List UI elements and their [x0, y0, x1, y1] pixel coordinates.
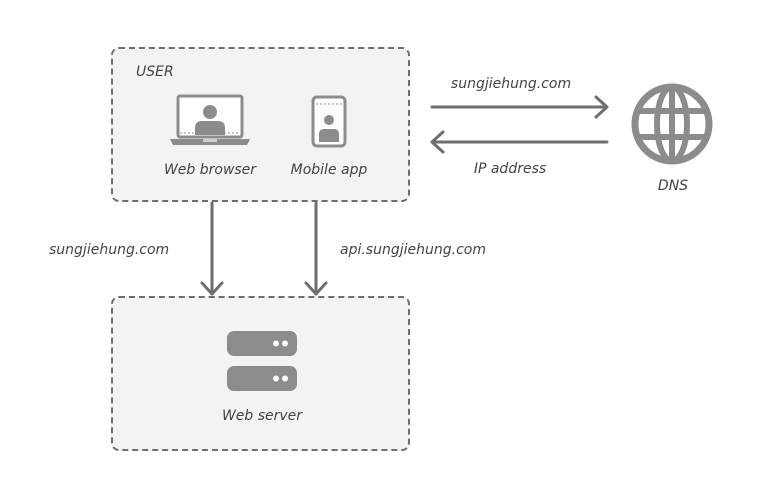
user-group-title: USER: [136, 64, 174, 80]
app-to-server-arrow: [304, 201, 328, 296]
dns-request-label: sungjiehung.com: [450, 76, 572, 92]
web-server-label: Web server: [221, 408, 303, 424]
app-to-server-label: api.sungjiehung.com: [340, 242, 486, 258]
server-icon: [227, 331, 297, 391]
browser-to-server-arrow: [200, 201, 224, 296]
dns-response-label: IP address: [473, 161, 547, 177]
mobile-app-label: Mobile app: [290, 162, 368, 178]
web-browser-label: Web browser: [163, 162, 257, 178]
user-group-box: [111, 47, 410, 202]
dns-label: DNS: [657, 178, 689, 194]
mobile-phone-icon: [311, 95, 347, 148]
browser-to-server-label: sungjiehung.com: [49, 242, 170, 258]
laptop-icon: [170, 94, 250, 145]
globe-icon: [631, 83, 713, 165]
request-arrow-to-dns: [430, 95, 609, 119]
response-arrow-from-dns: [430, 130, 609, 154]
